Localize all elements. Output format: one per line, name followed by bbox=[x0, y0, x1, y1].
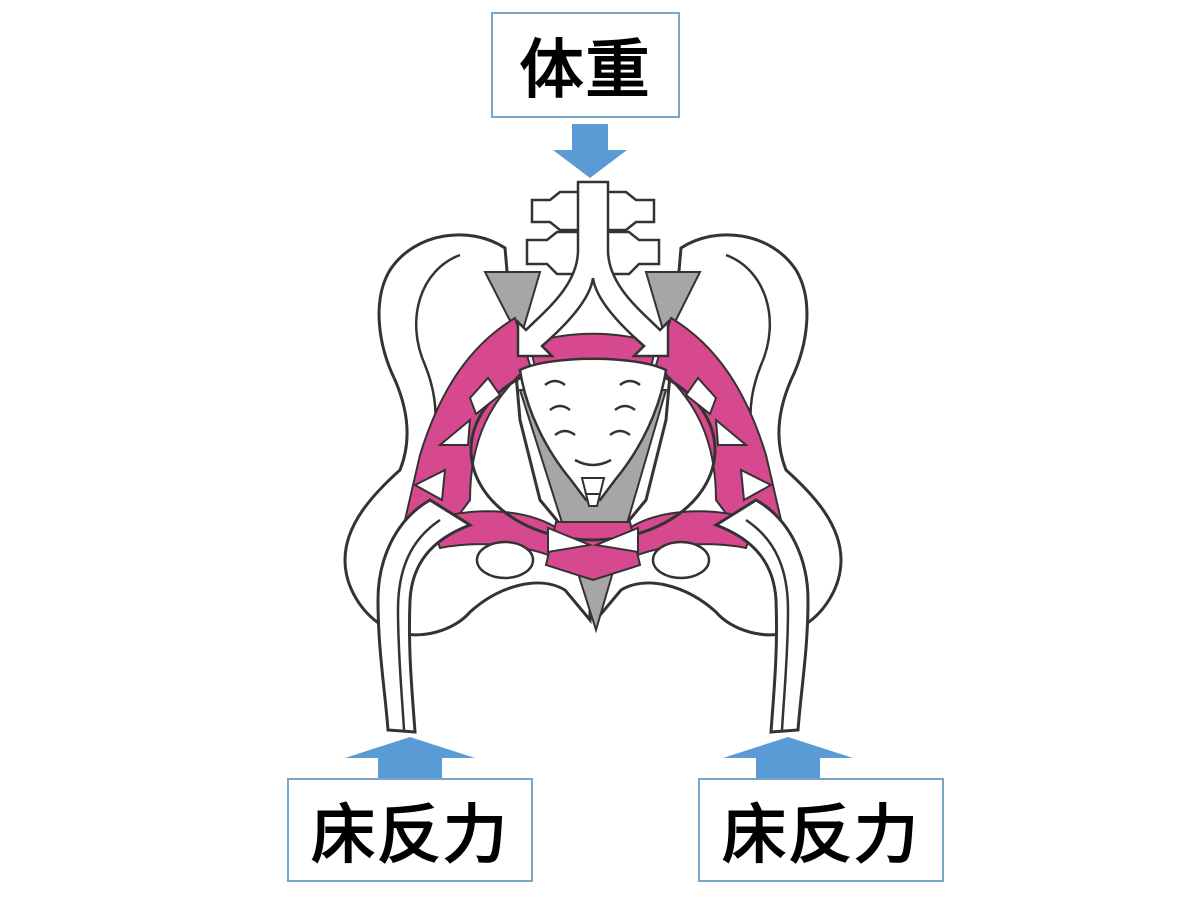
sacral-foramina bbox=[544, 379, 641, 467]
floor-reaction-right-label: 床反力 bbox=[698, 778, 944, 882]
sacrum bbox=[518, 357, 668, 502]
body-weight-label: 体重 bbox=[491, 12, 680, 118]
pubic-arrow-left-icon bbox=[547, 526, 594, 554]
pubic-arrow-right-icon bbox=[592, 526, 639, 554]
right-femur-channel bbox=[745, 518, 790, 731]
floor-reaction-left-label: 床反力 bbox=[287, 778, 533, 882]
floor-reaction-left-text: 床反力 bbox=[311, 799, 509, 873]
left-obturator bbox=[475, 540, 535, 580]
floor-reaction-left-arrow-icon bbox=[345, 737, 475, 778]
body-weight-text: 体重 bbox=[519, 34, 652, 108]
left-upper-shadow bbox=[483, 271, 542, 343]
left-ring-arrow-2-icon bbox=[437, 417, 472, 446]
right-obturator bbox=[651, 540, 711, 580]
body-weight-arrow-icon bbox=[553, 124, 627, 178]
left-femur-channel bbox=[396, 518, 441, 731]
left-ring-arrow-1-icon bbox=[468, 376, 502, 416]
right-ring-arrow-1-icon bbox=[684, 376, 718, 416]
spine-load-path bbox=[516, 180, 670, 358]
left-ring-arrow-3-icon bbox=[412, 468, 447, 502]
right-upper-shadow bbox=[644, 271, 702, 343]
right-ring-arrow-2-icon bbox=[714, 417, 749, 446]
right-ring-arrow-3-icon bbox=[739, 468, 774, 502]
floor-reaction-right-text: 床反力 bbox=[722, 799, 920, 873]
coccyx bbox=[580, 477, 606, 507]
floor-reaction-right-arrow-icon bbox=[723, 737, 853, 778]
